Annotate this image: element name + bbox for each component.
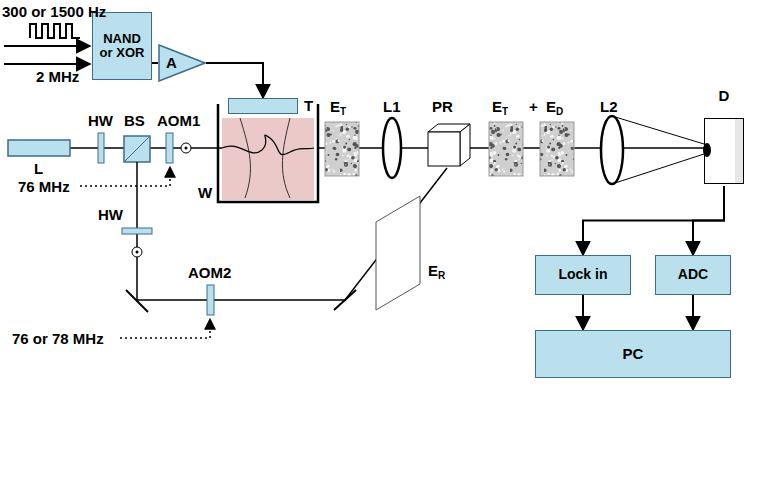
beam-splitter-face [124, 136, 150, 162]
amplifier-outline [158, 44, 206, 82]
mirror [334, 290, 356, 310]
pc-box: PC [535, 330, 731, 378]
part-label: L [34, 160, 43, 177]
part-label: HW [98, 206, 123, 223]
reference-wavefront [376, 196, 420, 310]
rf-drive [120, 319, 210, 338]
mirror [126, 290, 148, 312]
part-label: W [198, 184, 212, 201]
beam-splitter [124, 136, 150, 162]
polarization-symbol [181, 143, 191, 153]
cuvette [218, 104, 318, 202]
transducer: T [228, 98, 316, 116]
polarization-dot [185, 147, 188, 150]
part-label: L2 [600, 98, 618, 115]
ultrasound-focus [240, 118, 290, 198]
signal-connector [206, 63, 263, 98]
polarization-symbol [132, 247, 142, 257]
node-label: ADC [678, 267, 708, 282]
field-label: ED [546, 98, 563, 117]
part-label: AOM2 [188, 264, 231, 281]
laser [8, 140, 70, 156]
half-wave-plate [122, 228, 152, 234]
signal-line [4, 63, 90, 65]
part-label: 76 or 78 MHz [12, 330, 104, 347]
field-label: ET [330, 98, 346, 117]
part-label: PR [432, 98, 453, 115]
part-label: 300 or 1500 Hz [2, 3, 106, 20]
logic-gate-box: NAND or XOR [92, 12, 152, 80]
part-label: 2 MHz [36, 68, 79, 85]
node-label: PC [623, 346, 644, 363]
part-label: + [529, 98, 538, 115]
polarization-dot [136, 251, 139, 254]
node-label: Lock in [558, 267, 607, 282]
sample-medium [222, 118, 314, 200]
lock-in-box: Lock in [535, 255, 631, 295]
signal-connector [692, 295, 694, 330]
amplifier-triangle: A [158, 44, 206, 82]
signal-connector [583, 186, 724, 255]
node-label: D [700, 88, 748, 105]
signal-connector [582, 295, 584, 330]
field-label: ER [428, 262, 445, 281]
half-wave-plate [98, 133, 104, 163]
speckle-pattern [540, 122, 574, 176]
part-label: BS [124, 112, 145, 129]
adc-box: ADC [655, 255, 731, 295]
detector-body [704, 118, 744, 184]
node-label: NAND or XOR [96, 32, 148, 61]
aom2 [207, 285, 214, 315]
detector: D [700, 88, 748, 186]
transducer-plate [228, 98, 298, 114]
speckle-pattern [325, 122, 359, 176]
focus-cone [612, 116, 704, 184]
aom1 [166, 133, 173, 163]
part-label: L1 [383, 98, 401, 115]
field-label: ET [492, 98, 508, 117]
speckle-pattern [489, 122, 523, 176]
node-label: T [304, 98, 316, 115]
lens [601, 116, 623, 184]
part-label: 76 MHz [18, 178, 70, 195]
photorefractive-crystal [428, 132, 460, 166]
part-label: AOM1 [157, 112, 200, 129]
scattered-light [222, 135, 314, 155]
pulse-train [30, 24, 80, 38]
signal-connector [152, 62, 158, 64]
photorefractive-crystal [460, 124, 470, 166]
detector-aperture [703, 143, 711, 157]
signal-connector [693, 186, 724, 255]
signal-line [4, 45, 90, 47]
node-label: A [166, 55, 177, 72]
rf-drive [80, 167, 170, 186]
lens [383, 118, 401, 178]
part-label: HW [88, 112, 113, 129]
